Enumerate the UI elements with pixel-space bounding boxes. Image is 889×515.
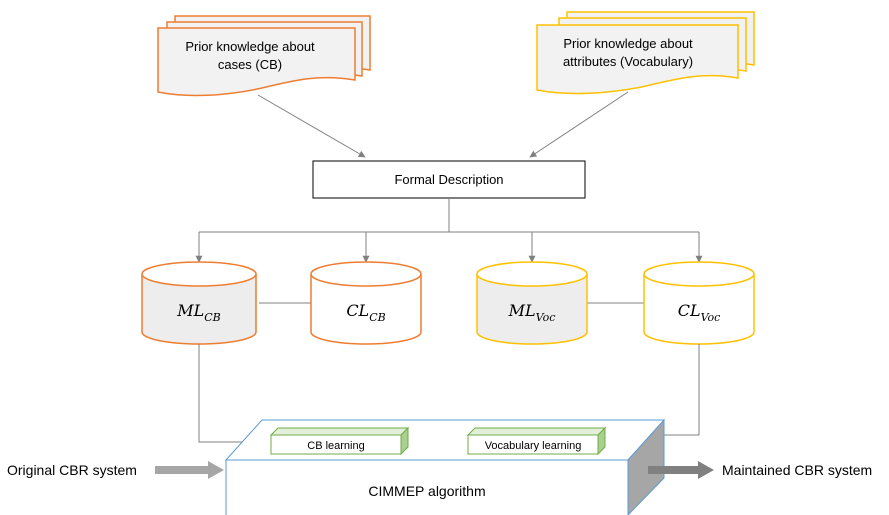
distribution-connectors bbox=[195, 198, 703, 263]
cb-learning-label: CB learning bbox=[307, 440, 364, 452]
db-cl-cb-label: CLCB bbox=[346, 301, 385, 324]
arrow-cases-to-formal bbox=[257, 94, 366, 158]
db-ml-voc-label: MLVoc bbox=[508, 301, 556, 324]
database-cl-cb: CLCB bbox=[310, 261, 422, 345]
original-cbr-label: Original CBR system bbox=[7, 462, 137, 478]
formal-description-box: Formal Description bbox=[312, 160, 586, 199]
db-ml-cb-sub: CB bbox=[204, 311, 221, 324]
db-ml-cb-label: MLCB bbox=[176, 301, 221, 324]
prior-attributes-line1: Prior knowledge about bbox=[563, 36, 693, 51]
db-ml-voc-main: ML bbox=[508, 301, 536, 320]
db-cl-voc-main: CL bbox=[678, 301, 701, 320]
db-cl-voc-label: CLVoc bbox=[678, 301, 721, 324]
prior-knowledge-cases-doc: Prior knowledge about cases (CB) bbox=[157, 15, 371, 97]
db-cl-voc-sub: Voc bbox=[701, 311, 721, 324]
db-ml-cb-main: ML bbox=[176, 301, 204, 320]
vocabulary-learning-label: Vocabulary learning bbox=[485, 440, 582, 452]
maintained-cbr-label: Maintained CBR system bbox=[722, 462, 872, 478]
cimmep-algorithm-label: CIMMEP algorithm bbox=[368, 483, 485, 499]
formal-description-label: Formal Description bbox=[394, 172, 503, 187]
prior-cases-line1: Prior knowledge about bbox=[185, 39, 315, 54]
cb-learning-box: CB learning bbox=[269, 426, 410, 456]
db-cl-cb-sub: CB bbox=[369, 311, 386, 324]
db-ml-voc-sub: Voc bbox=[536, 311, 556, 324]
database-cl-voc: CLVoc bbox=[643, 261, 755, 345]
prior-knowledge-attributes-doc: Prior knowledge about attributes (Vocabu… bbox=[536, 11, 755, 95]
database-ml-cb: MLCB bbox=[141, 261, 257, 345]
vocabulary-learning-box: Vocabulary learning bbox=[466, 426, 607, 456]
database-ml-voc: MLVoc bbox=[476, 261, 588, 345]
output-arrow bbox=[648, 461, 714, 479]
prior-attributes-line2: attributes (Vocabulary) bbox=[563, 54, 693, 69]
input-arrow bbox=[155, 461, 224, 479]
db-cl-cb-main: CL bbox=[346, 301, 369, 320]
prior-cases-line2: cases (CB) bbox=[218, 57, 282, 72]
arrow-attributes-to-formal bbox=[529, 91, 629, 158]
